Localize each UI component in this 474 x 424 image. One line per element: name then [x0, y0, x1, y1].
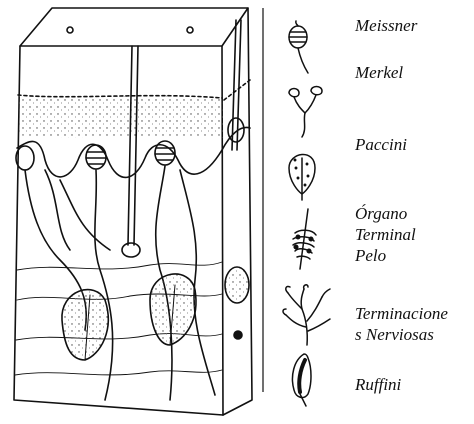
meissner-corpuscle-icon [283, 15, 317, 77]
ruffini-ending-icon [286, 350, 320, 410]
legend-label-ruffini: Ruffini [355, 374, 401, 395]
legend-label-meissner: Meissner [355, 15, 417, 36]
legend-label-terminaciones-nerviosas: Terminacione s Nerviosas [355, 303, 448, 345]
merkel-disc-icon [285, 83, 329, 139]
legend-label-organo-terminal-pelo: Órgano Terminal Pelo [355, 203, 416, 266]
paccini-corpuscle-icon [285, 140, 319, 202]
hair-end-organ-icon [284, 207, 324, 271]
free-nerve-endings-icon [280, 283, 336, 349]
legend-label-paccini: Paccini [355, 134, 407, 155]
legend-label-merkel: Merkel [355, 62, 403, 83]
